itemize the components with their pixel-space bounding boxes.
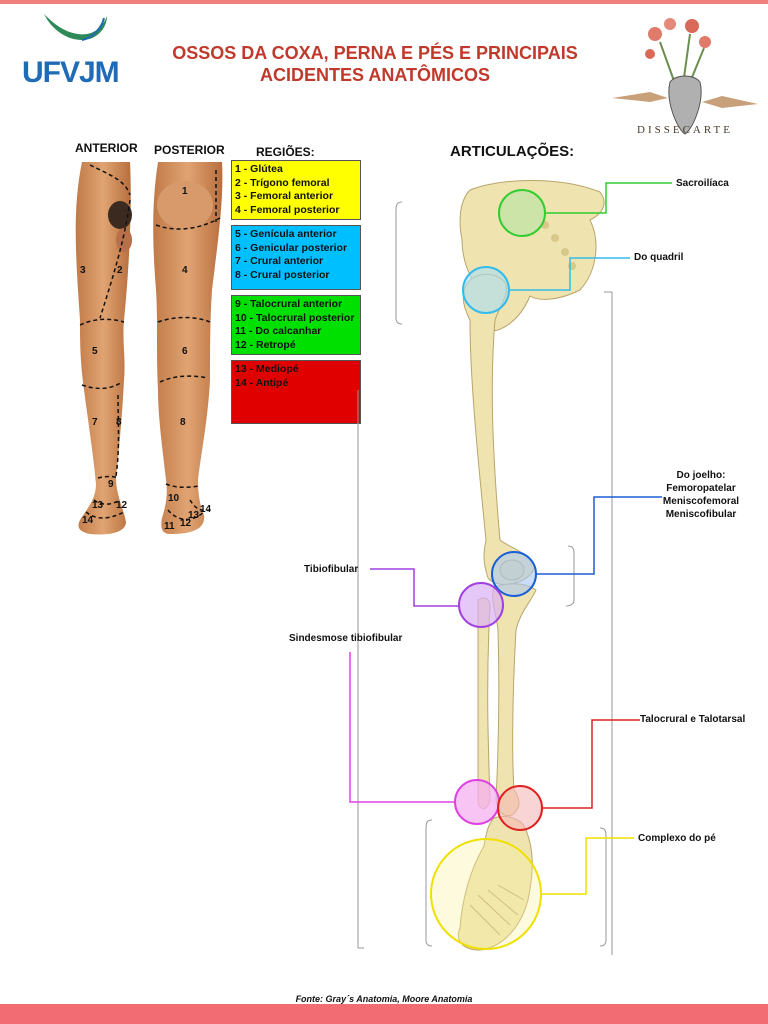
tibiofibular-label: Tibiofibular (304, 564, 359, 575)
foot-joint-marker (430, 838, 542, 950)
hand-left-icon (612, 92, 668, 102)
hip-joint-marker (462, 266, 510, 314)
heart-icon (668, 75, 702, 135)
anterior-leg-icon (75, 162, 131, 535)
logo-text: UFVJM (22, 56, 120, 89)
knee-label: Do joelho: Femoropatelar Meniscofemoral … (655, 469, 747, 521)
fibula-icon (477, 597, 491, 809)
region-item: 7 - Crural anterior (235, 255, 324, 267)
pelvis-icon (459, 180, 605, 332)
region-group-blue: 5 - Genícula anterior 6 - Genicular post… (231, 225, 361, 290)
syndesmosis-joint-marker (454, 779, 500, 825)
ankle-label: Talocrural e Talotarsal (640, 714, 746, 725)
region-group-red: 13 - Mediopé 14 - Antipé (231, 360, 361, 424)
anterior-number: 2 (117, 265, 123, 276)
anterior-number: 7 (92, 417, 98, 428)
region-item: 6 - Genicular posterior (235, 241, 348, 254)
emblem-text: DISSECARTE (637, 124, 733, 136)
region-item: 13 - Mediopé (235, 363, 299, 375)
region-item: 10 - Talocrural posterior (235, 311, 355, 324)
posterior-number: 10 (168, 493, 180, 504)
region-item: 14 - Antipé (235, 376, 289, 389)
emblem-illustration (612, 18, 758, 135)
region-item: 11 - Do calcanhar (235, 325, 322, 337)
posterior-number: 1 (182, 186, 188, 197)
femur-icon (462, 273, 536, 585)
patella-icon (499, 559, 525, 581)
anterior-number: 13 (92, 500, 104, 511)
knee-joint-marker (491, 551, 537, 597)
knee-title: Do joelho: (676, 470, 726, 481)
leaf-icon (44, 14, 107, 41)
anterior-number: 8 (116, 417, 122, 428)
region-item: 2 - Trígono femoral (235, 176, 330, 189)
region-group-yellow: 1 - Glútea 2 - Trígono femoral 3 - Femor… (231, 160, 361, 220)
region-item: 1 - Glútea (235, 163, 283, 175)
regions-title: REGIÕES: (256, 145, 315, 159)
foot-label: Complexo do pé (638, 833, 716, 844)
region-item: 12 - Retropé (235, 338, 296, 351)
hand-right-icon (702, 96, 758, 108)
page-title: OSSOS DA COXA, PERNA E PÉS E PRINCIPAIS … (140, 42, 610, 86)
posterior-number: 14 (200, 504, 212, 515)
title-line-2: ACIDENTES ANATÔMICOS (259, 65, 490, 85)
syndesmosis-label: Sindesmose tibiofibular (289, 633, 403, 644)
anterior-number: 14 (82, 515, 94, 526)
title-line-1: OSSOS DA COXA, PERNA E PÉS E PRINCIPAIS (172, 43, 578, 63)
knee-line-3: Meniscofibular (665, 509, 737, 520)
tibiofibular-joint-marker (458, 582, 504, 628)
knee-line-2: Meniscofemoral (662, 496, 740, 507)
sacroiliac-joint-marker (498, 189, 546, 237)
ufvjm-logo: UFVJM (22, 10, 132, 90)
posterior-number: 6 (182, 346, 188, 357)
sacroiliac-label: Sacroilíaca (676, 178, 729, 189)
region-item: 8 - Crural posterior (235, 268, 330, 281)
bottom-border (0, 1004, 768, 1024)
posterior-number: 13 (188, 510, 200, 521)
joints-title: ARTICULAÇÕES: (450, 143, 575, 160)
dissecarte-emblem: DISSECARTE (610, 12, 760, 152)
anterior-number: 5 (92, 346, 98, 357)
knee-line-1: Femoropatelar (666, 483, 736, 494)
anterior-number: 3 (80, 265, 86, 276)
posterior-number: 8 (180, 417, 186, 428)
region-item: 5 - Genícula anterior (235, 228, 337, 240)
region-item: 3 - Femoral anterior (235, 190, 334, 202)
posterior-number: 11 (164, 521, 175, 532)
tibia-icon (492, 583, 537, 817)
top-border (0, 0, 768, 4)
anterior-number: 9 (108, 479, 114, 490)
hip-label: Do quadril (634, 252, 684, 263)
ankle-joint-marker (497, 785, 543, 831)
region-group-green: 9 - Talocrural anterior 10 - Talocrural … (231, 295, 361, 355)
posterior-label: POSTERIOR (154, 143, 225, 157)
anterior-number: 12 (116, 500, 128, 511)
anterior-label: ANTERIOR (75, 141, 138, 155)
region-item: 4 - Femoral posterior (235, 203, 340, 216)
posterior-number: 4 (182, 265, 188, 276)
source-citation: Fonte: Gray´s Anatomia, Moore Anatomia (295, 994, 473, 1004)
posterior-number: 12 (180, 518, 192, 529)
region-item: 9 - Talocrural anterior (235, 298, 343, 310)
foot-icon (457, 816, 533, 951)
